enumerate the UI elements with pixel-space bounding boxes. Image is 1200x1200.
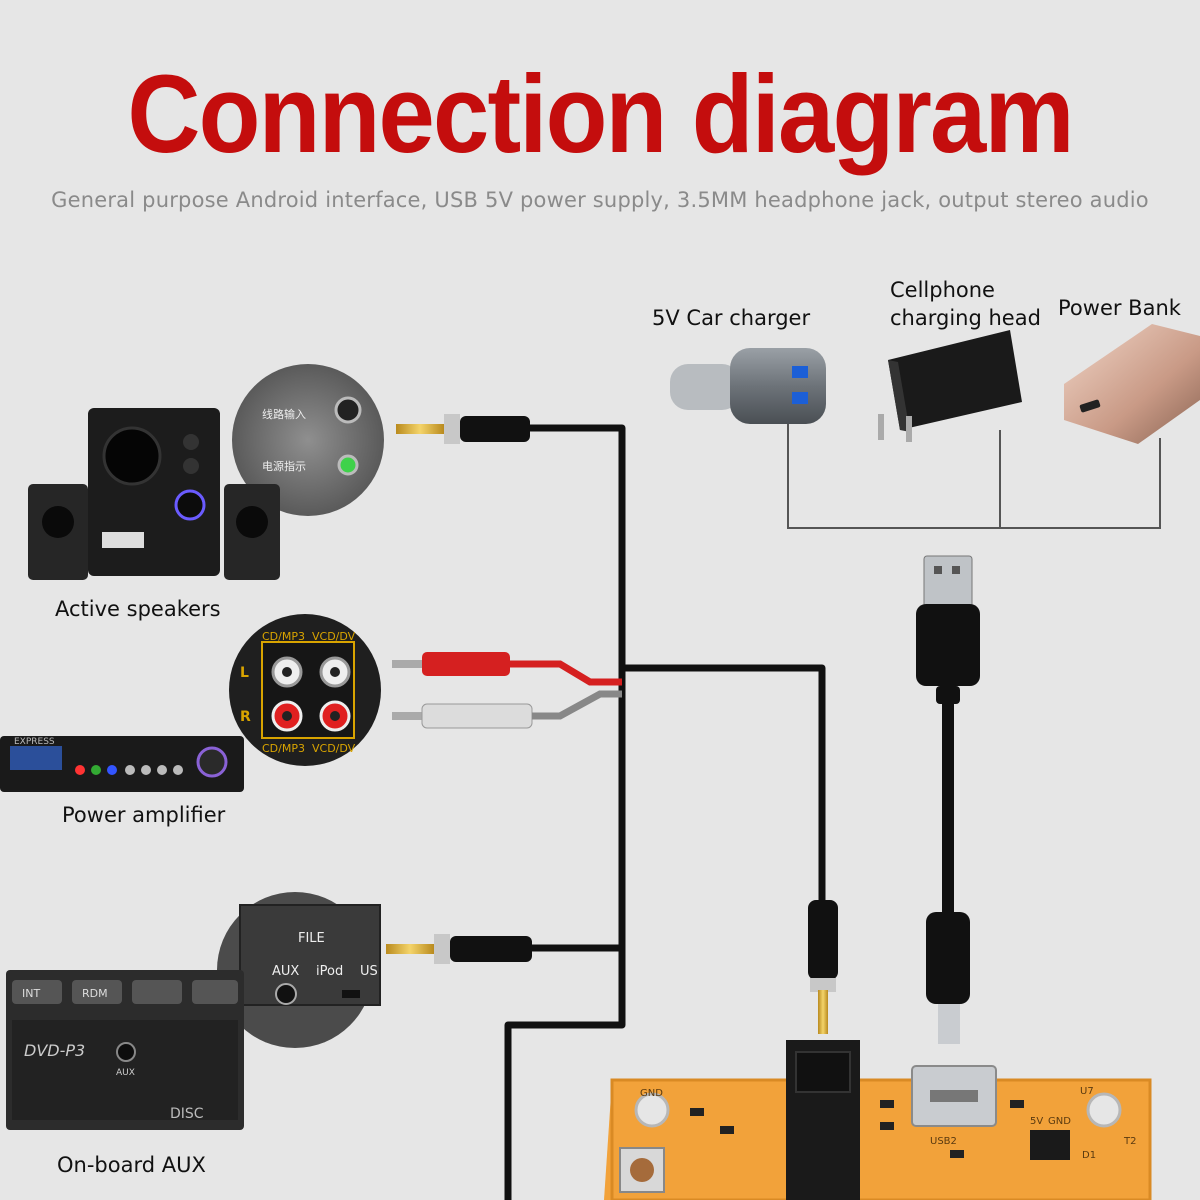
pcb-gnd2-label: GND	[1048, 1116, 1071, 1127]
car-disc-text: DISC	[170, 1106, 204, 1122]
pcb-d1-label: D1	[1082, 1150, 1096, 1161]
power-bracket-lines	[787, 422, 1161, 529]
car-aux-text: AUX	[116, 1068, 135, 1078]
page-subtitle: General purpose Android interface, USB 5…	[51, 188, 1149, 212]
pcb-u7-label: U7	[1080, 1086, 1094, 1097]
pcb-5v-label: 5V	[1030, 1116, 1043, 1127]
car-stereo-icon: INT RDM DVD-P3 AUX DISC	[6, 970, 244, 1130]
speaker-panel-text-2: 电源指示	[262, 459, 306, 473]
power-bank-icon	[1064, 324, 1200, 444]
amplifier-brand-text: EXPRESS	[14, 737, 55, 747]
power-amplifier-icon: EXPRESS	[0, 736, 244, 792]
speaker-input-zoom: 线路输入 电源指示	[232, 364, 384, 516]
rca-label-top-left: CD/MP3	[262, 630, 305, 643]
car-button-rdm: RDM	[82, 987, 108, 1000]
usb-cable	[916, 555, 980, 1044]
car-aux-zoom: FILE AUX iPod US	[217, 892, 381, 1048]
phone-charger-label-line2: charging head	[890, 306, 1041, 330]
pcb-t2-label: T2	[1123, 1136, 1136, 1147]
rca-label-top-right: VCD/DV	[312, 630, 356, 643]
rca-label-bottom-right: VCD/DV	[312, 742, 356, 755]
audio-cable-bus	[504, 424, 826, 1200]
car-button-int: INT	[22, 987, 40, 1000]
aux-ipod-label: iPod	[316, 964, 343, 979]
rca-plug-white	[392, 690, 622, 729]
aux-aux-label: AUX	[272, 964, 299, 979]
speaker-panel-text-1: 线路输入	[262, 407, 306, 421]
pcb-usb2-label: USB2	[930, 1136, 957, 1147]
phone-charger-icon	[878, 330, 1022, 442]
rca-label-r: R	[240, 709, 251, 725]
bluetooth-receiver-board: GND USB2 D1 T2 U7 5V GND	[604, 1040, 1152, 1200]
car-stereo-logo: DVD-P3	[24, 1041, 85, 1060]
active-speakers-icon	[28, 408, 280, 580]
page-title: Connection diagram	[127, 53, 1074, 176]
rca-label-l: L	[240, 665, 249, 681]
power-bank-label: Power Bank	[1058, 296, 1181, 320]
amplifier-rca-zoom: CD/MP3 VCD/DV CD/MP3 VCD/DV L R	[229, 614, 381, 766]
phone-charger-label-line1: Cellphone	[890, 278, 995, 302]
aux-us-label: US	[360, 964, 378, 979]
aux-plug-top	[396, 414, 530, 444]
pcb-gnd-label: GND	[640, 1088, 663, 1099]
rca-plug-red	[392, 652, 622, 686]
rca-label-bottom-left: CD/MP3	[262, 742, 305, 755]
aux-plug-bottom	[386, 934, 532, 964]
power-amplifier-label: Power amplifier	[62, 803, 226, 827]
aux-file-label: FILE	[298, 931, 325, 946]
aux-plug-vertical	[808, 900, 838, 1034]
car-charger-label: 5V Car charger	[652, 306, 811, 330]
onboard-aux-label: On-board AUX	[57, 1153, 206, 1177]
car-charger-icon	[670, 348, 826, 424]
active-speakers-label: Active speakers	[55, 597, 221, 621]
